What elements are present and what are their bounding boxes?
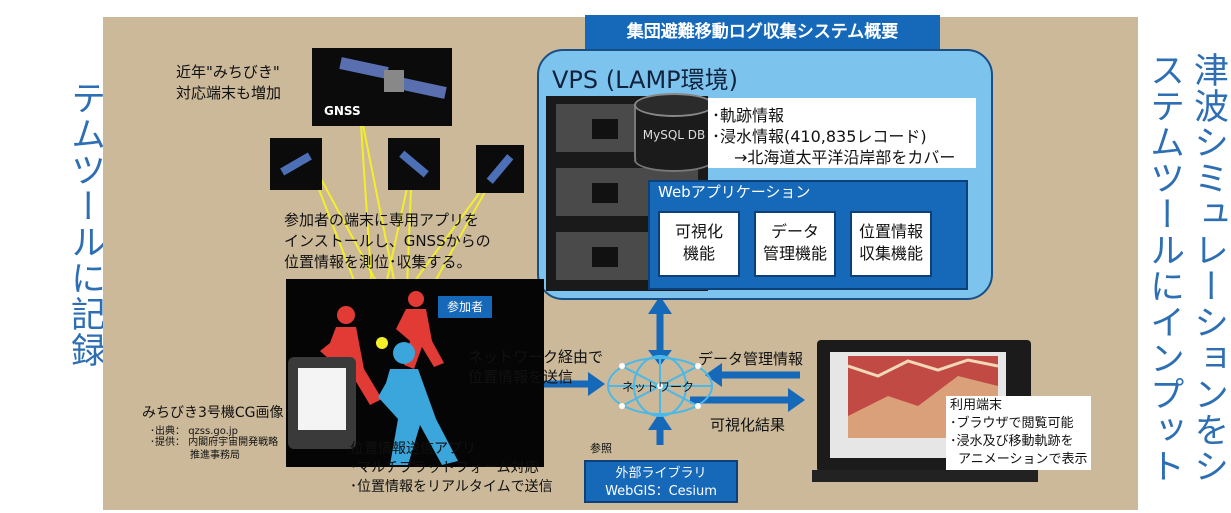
db-info-line: →北海道太平洋沿岸部をカバー (734, 148, 956, 167)
install-text-line: インストールし、GNSSからの (284, 232, 491, 250)
function-visualization: 可視化 機能 (658, 211, 740, 277)
ref-label: 参照 (590, 442, 612, 455)
participants-illustration (320, 291, 458, 465)
diagram-title: 集団避難移動ログ収集システム概要 (585, 15, 940, 49)
send-text-line: ネットワーク経由で (468, 348, 604, 366)
satellite-icon (476, 145, 524, 193)
send-text-line: 位置情報を送信 (468, 368, 574, 386)
provider-label: ･提供： (150, 437, 185, 448)
database-icon-top (634, 93, 714, 117)
send-text: ネットワーク経由で 位置情報を送信 (468, 347, 603, 387)
server-slot-hole (592, 247, 618, 267)
webapp-title: Webアプリケーション (658, 183, 811, 201)
terminal-title: 利用端末 (950, 398, 1003, 413)
gnss-note-line: 近年"みちびき" (176, 63, 280, 81)
arrowhead (788, 388, 805, 412)
michibiki-provider: ･提供： 内閣府宇宙開発戦略 推進事務局 (150, 436, 278, 462)
michibiki-source: ･出典： qzss.go.jp (150, 422, 238, 437)
michibiki-caption: みちびき3号機CG画像 (142, 405, 284, 421)
app-feature: ･マルチプラットフォーム対応 (350, 460, 539, 476)
gnss-note: 近年"みちびき" 対応端末も増加 (176, 62, 281, 104)
server-slot-hole (592, 183, 618, 203)
laptop-base (812, 470, 1038, 482)
smartphone-screen (298, 368, 346, 430)
satellite-icon (270, 138, 322, 190)
db-info-box: ･軌跡情報 ･浸水情報(410,835レコード) →北海道太平洋沿岸部をカバー (708, 98, 976, 168)
function-label: 管理機能 (762, 244, 827, 263)
library-line: 外部ライブラリ (615, 466, 707, 481)
source-label: ･出典： (150, 426, 185, 437)
side-text-right: 津波シミュレーションをシステムツールにインプット (1144, 52, 1228, 484)
function-label: 機能 (682, 244, 715, 263)
provider-value: 推進事務局 (190, 450, 240, 461)
terminal-description: 利用端末 ･ブラウザで閲覧可能 ･浸水及び移動軌跡を アニメーションで表示 (946, 396, 1092, 470)
terminal-feature: アニメーションで表示 (958, 452, 1088, 467)
function-location-collection: 位置情報 収集機能 (850, 211, 932, 277)
satellite-icon (339, 57, 447, 99)
db-info-line: ･浸水情報(410,835レコード) (712, 127, 927, 146)
participant-tag: 参加者 (438, 296, 492, 318)
server-slot (556, 168, 698, 216)
provider-value: 内閣府宇宙開発戦略 (188, 437, 279, 448)
vps-title: VPS (LAMP環境) (552, 66, 738, 94)
library-line: WebGIS：Cesium (605, 484, 717, 499)
satellite-icon (388, 138, 440, 190)
app-description: 位置情報送信アプリ ･マルチプラットフォーム対応 ･位置情報をリアルタイムで送信 (350, 440, 553, 497)
db-info-line: ･軌跡情報 (712, 106, 785, 125)
server-slot-hole (592, 119, 618, 139)
vis-result-label: 可視化結果 (710, 416, 786, 434)
terminal-feature: ･浸水及び移動軌跡を (950, 434, 1074, 449)
data-mgmt-label: データ管理情報 (698, 350, 804, 368)
install-text-line: 位置情報を測位･収集する。 (284, 253, 472, 271)
install-text: 参加者の端末に専用アプリを インストールし、GNSSからの 位置情報を測位･収集… (284, 210, 491, 273)
function-label: 収集機能 (858, 244, 923, 263)
app-feature: ･位置情報をリアルタイムで送信 (350, 479, 553, 495)
function-label: 位置情報 (858, 222, 923, 241)
arrowhead (648, 412, 672, 430)
terminal-feature: ･ブラウザで閲覧可能 (950, 416, 1074, 431)
network-icon (607, 355, 713, 417)
database-label: MySQL DB (642, 128, 706, 142)
network-label: ネットワーク (622, 380, 695, 394)
function-data-management: データ 管理機能 (754, 211, 836, 277)
install-text-line: 参加者の端末に専用アプリを (284, 211, 480, 229)
gnss-satellite-image: GNSS (312, 48, 452, 126)
arrowhead (705, 363, 722, 387)
app-title: 位置情報送信アプリ (350, 441, 476, 457)
source-value: qzss.go.jp (188, 426, 238, 437)
gnss-note-line: 対応端末も増加 (176, 84, 282, 102)
arrowhead (588, 372, 605, 396)
function-label: データ (770, 222, 819, 241)
arrowhead (648, 296, 672, 314)
external-library-box: 外部ライブラリ WebGIS：Cesium (584, 460, 738, 503)
function-label: 可視化 (674, 222, 723, 241)
gnss-label: GNSS (324, 104, 361, 118)
